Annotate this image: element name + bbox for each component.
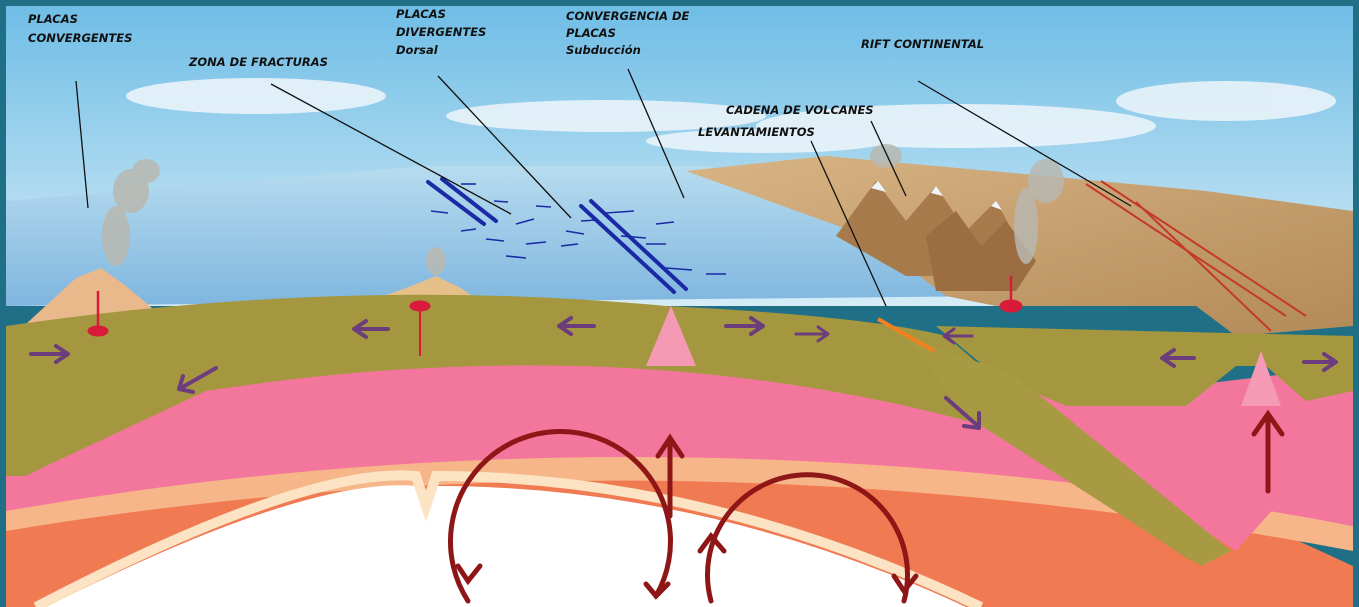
label-placas-convergentes-1: PLACAS xyxy=(28,12,78,26)
label-convergencia-1: CONVERGENCIA DE xyxy=(566,9,690,23)
label-placas-convergentes-2: CONVERGENTES xyxy=(28,31,132,45)
label-placas-divergentes-1: PLACAS xyxy=(396,7,446,21)
label-convergencia-2: PLACAS xyxy=(566,26,616,40)
label-levantamientos: LEVANTAMIENTOS xyxy=(698,125,815,139)
label-dorsal: Dorsal xyxy=(396,43,439,57)
label-cadena-volcanes: CADENA DE VOLCANES xyxy=(726,103,874,117)
label-placas-divergentes-2: DIVERGENTES xyxy=(396,25,486,39)
label-subduccion: Subducción xyxy=(566,43,641,57)
label-zona-fracturas: ZONA DE FRACTURAS xyxy=(188,55,328,69)
diagram-canvas: PLACAS CONVERGENTES ZONA DE FRACTURAS PL… xyxy=(6,6,1353,607)
label-rift-continental: RIFT CONTINENTAL xyxy=(861,37,984,51)
plate-tectonics-diagram: PLACAS CONVERGENTES ZONA DE FRACTURAS PL… xyxy=(6,6,1353,607)
